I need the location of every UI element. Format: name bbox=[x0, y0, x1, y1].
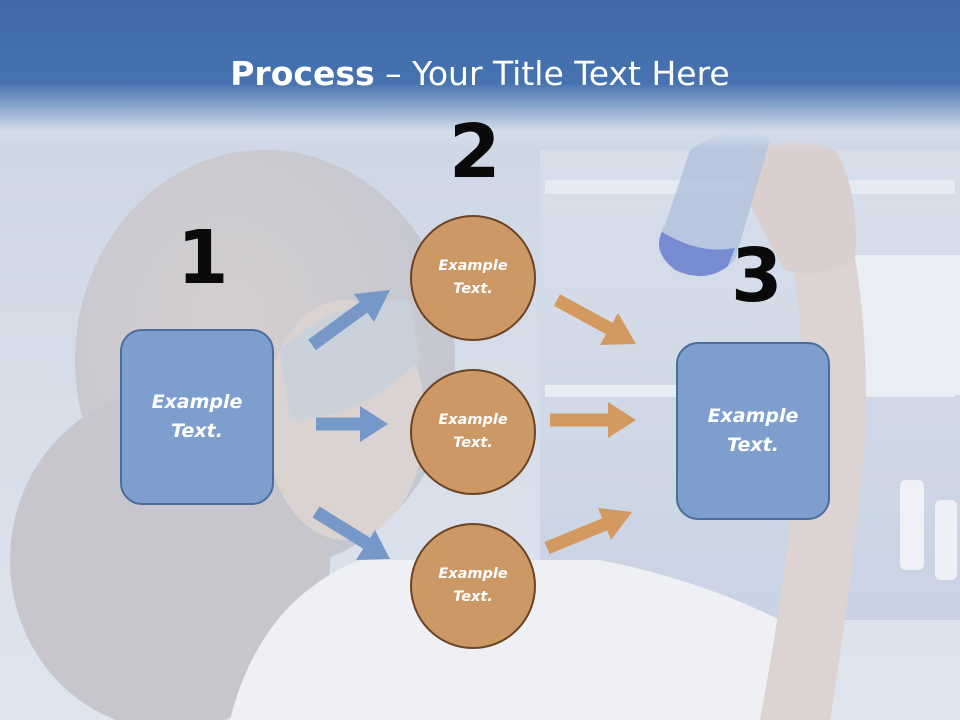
step-number-2: 2 bbox=[449, 109, 501, 195]
circle-bottom: Example Text. bbox=[410, 523, 536, 649]
title-band bbox=[0, 0, 960, 150]
arrow-left-to-middle bbox=[316, 406, 388, 442]
circle-middle-label: Example Text. bbox=[438, 412, 508, 451]
arrow-bottom-to-right bbox=[544, 508, 632, 555]
arrow-left-to-top bbox=[308, 290, 390, 351]
arrow-top-to-right bbox=[553, 294, 636, 345]
step-number-3: 3 bbox=[731, 233, 783, 319]
slide-title: Process – Your Title Text Here bbox=[0, 54, 960, 94]
arrow-left-to-bottom bbox=[312, 506, 390, 560]
title-bold: Process bbox=[230, 54, 375, 93]
left-box-label: Example Text. bbox=[151, 391, 243, 442]
right-box: Example Text. bbox=[676, 342, 830, 520]
left-box: Example Text. bbox=[120, 329, 274, 505]
circle-top-label: Example Text. bbox=[438, 258, 508, 297]
circle-top: Example Text. bbox=[410, 215, 536, 341]
circle-bottom-label: Example Text. bbox=[438, 566, 508, 605]
arrow-middle-to-right bbox=[550, 402, 636, 438]
circle-middle: Example Text. bbox=[410, 369, 536, 495]
step-number-1: 1 bbox=[177, 215, 229, 301]
right-box-label: Example Text. bbox=[707, 405, 799, 456]
title-rest: – Your Title Text Here bbox=[374, 54, 730, 93]
